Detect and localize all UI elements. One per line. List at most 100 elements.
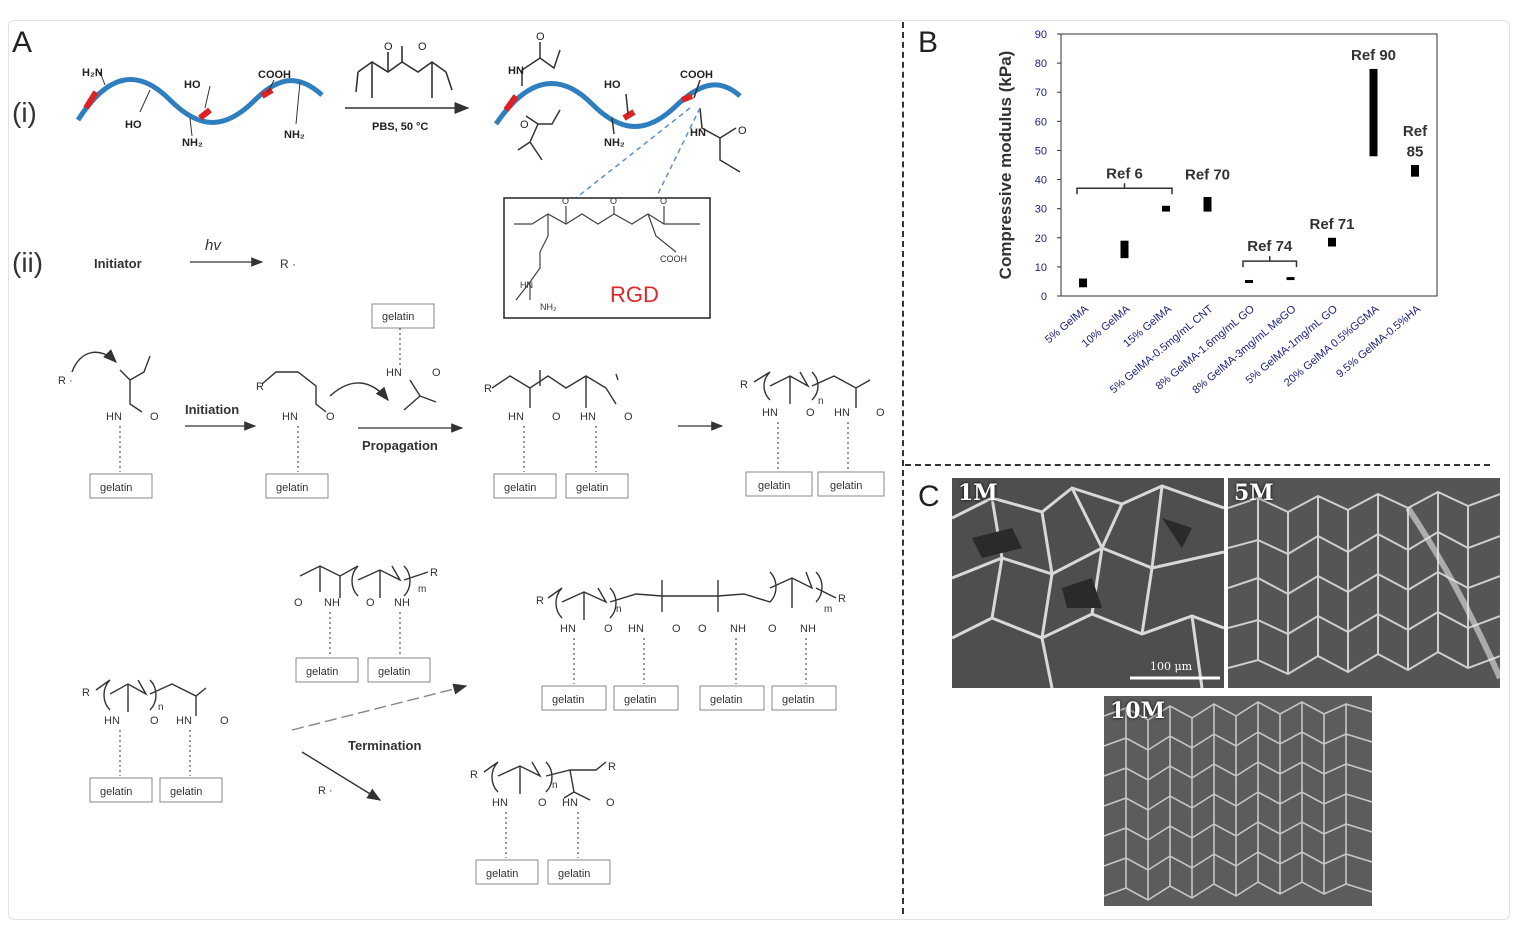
svg-text:HN: HN xyxy=(492,797,508,809)
data-bar xyxy=(1120,240,1129,259)
y-axis-label: Compressive modulus (kPa) xyxy=(996,51,1015,280)
gelma-backbone: HN O O HO NH₂ COOH HN O xyxy=(493,31,747,173)
annotation-bracket xyxy=(1076,183,1173,195)
svg-text:COOH: COOH xyxy=(258,69,291,81)
data-bar xyxy=(1162,205,1170,212)
svg-text:gelatin: gelatin xyxy=(782,694,814,706)
y-tick-label: 70 xyxy=(1035,87,1047,99)
svg-text:O: O xyxy=(326,411,335,423)
svg-text:R: R xyxy=(256,381,264,393)
svg-text:O: O xyxy=(562,196,569,206)
initiation-label: Initiation xyxy=(185,402,239,417)
scalebar-label: 100 μm xyxy=(1150,660,1193,673)
svg-text:R: R xyxy=(536,595,544,607)
svg-text:H₂N: H₂N xyxy=(82,67,103,79)
termination-label: Termination xyxy=(348,738,421,753)
svg-text:O: O xyxy=(220,715,229,727)
sem-image-1m: 1M 100 μm xyxy=(952,478,1224,688)
svg-text:COOH: COOH xyxy=(680,69,713,81)
annotation-label: Ref 70 xyxy=(1185,167,1230,184)
svg-text:O: O xyxy=(520,119,529,131)
svg-text:O: O xyxy=(698,623,707,635)
svg-text:HN: HN xyxy=(762,407,778,419)
y-tick-label: 50 xyxy=(1035,145,1047,157)
svg-text:R ·: R · xyxy=(58,375,73,387)
y-tick-label: 20 xyxy=(1035,233,1047,245)
svg-text:O: O xyxy=(768,623,777,635)
plot-area xyxy=(1060,33,1438,297)
y-tick-label: 10 xyxy=(1035,262,1047,274)
sem-image-5m: 5M xyxy=(1228,478,1500,688)
svg-text:HN: HN xyxy=(176,715,192,727)
annotation-bracket xyxy=(1242,256,1298,268)
step-ii-label: (ii) xyxy=(12,247,43,278)
svg-text:gelatin: gelatin xyxy=(552,694,584,706)
svg-text:HN: HN xyxy=(580,411,596,423)
svg-text:O: O xyxy=(610,196,617,206)
svg-text:O: O xyxy=(876,407,885,419)
gelatin-backbone-left: H₂N HO HO NH₂ COOH NH₂ xyxy=(75,67,324,149)
svg-text:NH₂: NH₂ xyxy=(182,137,203,149)
svg-text:HN: HN xyxy=(690,127,706,139)
svg-text:gelatin: gelatin xyxy=(624,694,656,706)
data-bar xyxy=(1328,237,1336,247)
svg-text:HN: HN xyxy=(106,411,122,423)
y-tick-label: 40 xyxy=(1035,175,1047,187)
svg-text:m: m xyxy=(418,584,426,595)
svg-text:O: O xyxy=(432,367,441,379)
svg-text:O: O xyxy=(806,407,815,419)
svg-text:O: O xyxy=(738,125,747,137)
svg-text:O: O xyxy=(672,623,681,635)
y-tick-label: 0 xyxy=(1041,291,1047,303)
svg-text:O: O xyxy=(552,411,561,423)
svg-text:m: m xyxy=(824,604,832,615)
svg-text:HO: HO xyxy=(184,79,201,91)
sem-label-10m: 10M xyxy=(1110,698,1165,724)
svg-text:n: n xyxy=(616,604,622,615)
svg-text:gelatin: gelatin xyxy=(504,482,536,494)
rgd-structure xyxy=(514,206,700,301)
svg-text:NH: NH xyxy=(800,623,816,635)
svg-text:HO: HO xyxy=(125,119,142,131)
svg-text:gelatin: gelatin xyxy=(306,666,338,678)
svg-text:HN: HN xyxy=(104,715,120,727)
svg-text:R: R xyxy=(470,769,478,781)
svg-text:gelatin: gelatin xyxy=(830,480,862,492)
y-tick-label: 90 xyxy=(1035,29,1047,41)
panel-label-c: C xyxy=(918,480,940,513)
svg-text:n: n xyxy=(818,396,824,407)
compressive-modulus-chart: Compressive modulus (kPa) 01020304050607… xyxy=(996,29,1438,397)
svg-text:HN: HN xyxy=(834,407,850,419)
svg-text:gelatin: gelatin xyxy=(576,482,608,494)
svg-text:gelatin: gelatin xyxy=(758,480,790,492)
y-tick-label: 30 xyxy=(1035,204,1047,216)
svg-text:HN: HN xyxy=(282,411,298,423)
svg-text:O: O xyxy=(418,41,427,53)
data-bar xyxy=(1369,68,1378,157)
data-bar xyxy=(1411,165,1419,177)
sem-label-1m: 1M xyxy=(958,480,998,506)
svg-text:O: O xyxy=(384,41,393,53)
svg-text:HN: HN xyxy=(508,411,524,423)
sem-image-10m: 10M xyxy=(1104,696,1372,906)
svg-text:O: O xyxy=(606,797,615,809)
initiator-label: Initiator xyxy=(94,256,142,271)
svg-text:O: O xyxy=(366,597,375,609)
svg-text:n: n xyxy=(158,702,164,713)
sem-label-5m: 5M xyxy=(1234,480,1274,506)
svg-text:gelatin: gelatin xyxy=(486,868,518,880)
data-bar xyxy=(1079,278,1087,288)
svg-text:R: R xyxy=(740,379,748,391)
svg-text:R: R xyxy=(430,567,438,579)
annotation-label: Ref 74 xyxy=(1247,238,1293,255)
annotation-label: Ref 71 xyxy=(1309,216,1354,233)
data-bar xyxy=(1203,197,1212,212)
svg-text:O: O xyxy=(294,597,303,609)
svg-text:HN: HN xyxy=(560,623,576,635)
annotation-label: Ref 6 xyxy=(1106,165,1143,182)
reaction-scheme: (i) (ii) H₂N HO HO NH₂ COOH NH₂ O O PBS,… xyxy=(12,31,885,885)
horizontal-divider xyxy=(905,464,1490,466)
svg-text:R: R xyxy=(608,761,616,773)
svg-text:HO: HO xyxy=(604,79,621,91)
rgd-label: RGD xyxy=(610,282,659,307)
